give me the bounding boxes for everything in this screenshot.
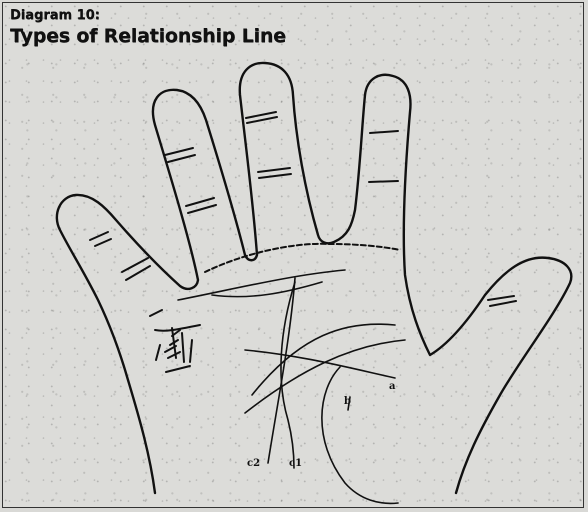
hand-outline [57, 63, 571, 493]
life-line [322, 367, 398, 503]
edge-relationship-marks [150, 310, 200, 372]
finger-creases [90, 112, 516, 306]
label-c2: c2 [247, 458, 260, 469]
finger-base-line [205, 244, 400, 272]
label-a: a [389, 381, 396, 392]
label-c1: c1 [289, 458, 302, 469]
label-b: b [344, 396, 351, 407]
relationship-line-b [252, 324, 395, 395]
